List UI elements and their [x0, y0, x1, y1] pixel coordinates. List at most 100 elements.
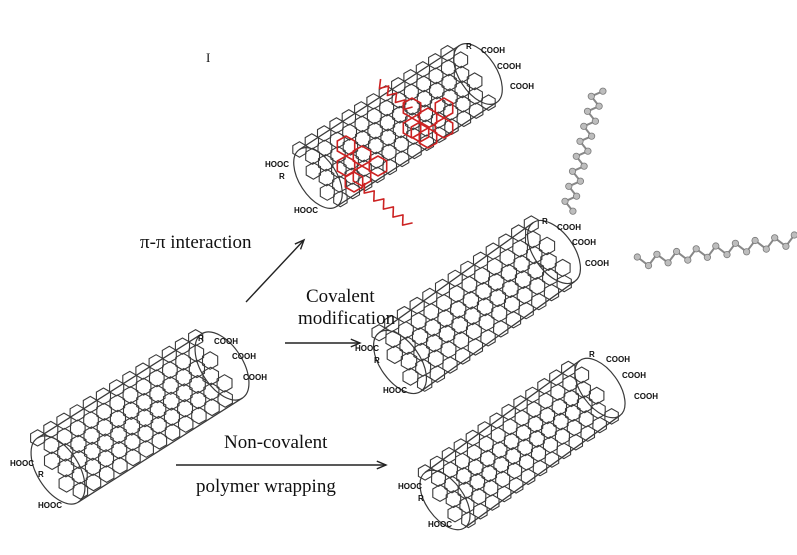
- lattice-hexagon: [405, 112, 421, 131]
- lattice-hexagon: [332, 175, 348, 193]
- cooh-label: COOH: [585, 259, 609, 268]
- lattice-hexagon: [491, 441, 508, 459]
- lattice-hexagon: [604, 407, 619, 425]
- lattice-hexagon: [85, 473, 102, 492]
- lattice-hexagon: [177, 399, 194, 418]
- lattice-hexagon: [98, 449, 115, 468]
- chain-atom: [731, 239, 740, 247]
- chain-atom: [591, 117, 600, 125]
- lattice-hexagon: [151, 431, 168, 450]
- hooc-label: HOOC: [355, 344, 379, 353]
- cooh-label: COOH: [481, 46, 505, 55]
- lattice-hexagon: [367, 121, 383, 140]
- lattice-hexagon: [122, 385, 139, 405]
- lattice-hexagon: [551, 397, 568, 416]
- lattice-hexagon: [476, 297, 494, 317]
- lattice-hexagon: [392, 120, 409, 139]
- chain-atom: [653, 250, 661, 258]
- tube-end-cap: [30, 435, 86, 505]
- tube-end-cap: [526, 219, 582, 285]
- lattice-hexagon: [443, 103, 459, 121]
- lattice-hexagon: [447, 505, 463, 523]
- lattice-hexagon: [190, 390, 207, 410]
- hooc-label: HOOC: [265, 160, 289, 169]
- lattice-hexagon: [468, 458, 484, 477]
- lattice-hexagon: [527, 415, 544, 434]
- chain-atom: [565, 182, 573, 190]
- lattice-hexagon: [109, 409, 127, 429]
- chain-atom: [751, 236, 759, 245]
- r-group-label: R: [418, 494, 424, 503]
- lattice-hexagon: [123, 416, 141, 436]
- chain-atom: [580, 162, 588, 170]
- lattice-hexagon: [124, 432, 141, 452]
- lattice-hexagon: [386, 345, 403, 365]
- lattice-hexagon: [424, 318, 441, 337]
- lattice-hexagon: [475, 281, 492, 301]
- lattice-hexagon: [317, 139, 333, 157]
- lattice-hexagon: [97, 433, 114, 453]
- modification-label: modification: [298, 308, 396, 329]
- lattice-hexagon: [513, 254, 530, 274]
- lattice-hexagon: [136, 408, 154, 428]
- tube-edge: [299, 44, 460, 151]
- lattice-hexagon: [149, 399, 167, 420]
- lattice-hexagon: [426, 333, 443, 353]
- lattice-hexagon: [135, 377, 152, 396]
- cooh-label: COOH: [243, 373, 267, 382]
- chain-atom: [644, 261, 653, 270]
- hooc-label: HOOC: [10, 459, 34, 468]
- cooh-label: COOH: [634, 392, 658, 401]
- tube-end-cap: [194, 331, 250, 401]
- cooh-label: COOH: [557, 223, 581, 232]
- lattice-hexagon: [430, 111, 446, 129]
- chain-atom: [723, 251, 731, 259]
- r-group-label: R: [198, 334, 204, 343]
- lattice-hexagon: [368, 136, 384, 155]
- lattice-hexagon: [109, 394, 126, 413]
- lattice-hexagon: [417, 104, 434, 123]
- lattice-hexagon: [342, 123, 358, 141]
- r-group-label: R: [374, 356, 380, 365]
- lattice-hexagon: [502, 279, 519, 299]
- lattice-hexagon: [58, 474, 75, 493]
- hooc-label: HOOC: [294, 206, 318, 215]
- lattice-hexagon: [456, 466, 472, 485]
- lattice-hexagon: [493, 455, 510, 474]
- lattice-hexagon: [98, 465, 115, 484]
- lattice-hexagon: [432, 484, 448, 503]
- lattice-hexagon: [402, 367, 419, 386]
- alkyl-chain-vertical: [561, 87, 607, 215]
- lattice-hexagon: [57, 458, 75, 478]
- lattice-hexagon: [136, 392, 153, 412]
- chain-atom: [561, 197, 569, 205]
- lattice-hexagon: [553, 412, 569, 431]
- lattice-hexagon: [69, 419, 86, 438]
- lattice-hexagon: [162, 376, 179, 395]
- chain-atom: [790, 231, 797, 239]
- lattice-hexagon: [122, 401, 140, 421]
- lattice-hexagon: [514, 270, 532, 290]
- cooh-label: COOH: [232, 352, 256, 361]
- chain-atom: [782, 242, 790, 250]
- lattice-hexagon: [148, 369, 165, 388]
- lattice-hexagon: [391, 91, 407, 109]
- red-tail-lower: [363, 182, 413, 226]
- chain-atom: [595, 102, 603, 110]
- lattice-hexagon: [515, 423, 532, 442]
- polymer-wrapping-label: polymer wrapping: [196, 476, 336, 497]
- lattice-hexagon: [204, 398, 220, 417]
- arrow-covalent: [285, 338, 362, 348]
- lattice-hexagon: [442, 88, 458, 107]
- chain-atom: [633, 253, 641, 261]
- arrow-non-covalent: [176, 460, 388, 470]
- lattice-hexagon: [462, 290, 480, 310]
- lattice-hexagon: [149, 384, 166, 404]
- lattice-hexagon: [138, 440, 154, 458]
- lattice-hexagon: [70, 434, 87, 454]
- chain-atom: [703, 253, 712, 261]
- lattice-hexagon: [189, 374, 206, 395]
- lattice-hexagon: [466, 72, 483, 91]
- lattice-hexagon: [188, 344, 205, 363]
- tube-end-cap: [372, 329, 428, 395]
